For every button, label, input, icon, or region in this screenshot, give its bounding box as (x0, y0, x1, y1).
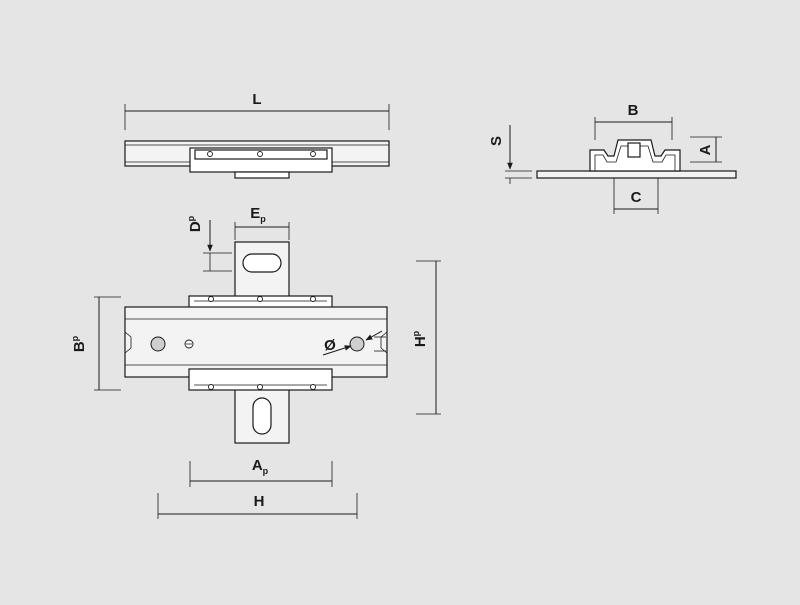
top-view: L (124, 91, 390, 179)
rail-hole-right (349, 336, 365, 352)
rail-section (627, 142, 641, 158)
rail-hole-left (150, 336, 166, 352)
dim-phi-arrow2 (365, 330, 383, 341)
dim-l-label: L (252, 91, 261, 108)
dim-a-label: A (697, 144, 714, 155)
clamp-rivet (208, 384, 214, 390)
slot-hole-bottom (252, 397, 272, 435)
clamp-rivet (310, 384, 316, 390)
rail-end-notch-right (380, 331, 388, 354)
front-view: Ep Dp (70, 205, 441, 519)
dim-bp-label: Bp (70, 335, 88, 352)
mount-plate (536, 170, 737, 179)
clamp-rivet (257, 151, 263, 157)
clamp-rivet (208, 296, 214, 302)
dim-dp-label: Dp (186, 215, 204, 232)
clamp-rivet (310, 151, 316, 157)
base-plate-edge (234, 171, 290, 179)
clamp-rivet (257, 296, 263, 302)
dim-phi-label: Ø (324, 337, 336, 354)
dim-hp-label: Hp (411, 330, 429, 347)
dim-s-label: S (488, 136, 505, 146)
dim-h-label: H (254, 493, 265, 510)
dim-c-label: C (631, 189, 642, 206)
dim-ep-label: Ep (250, 205, 266, 224)
rail-end-notch-left (124, 331, 132, 354)
clamp-rivet (207, 151, 213, 157)
slot-hole-top (242, 253, 282, 273)
dim-ap-label: Ap (252, 457, 269, 476)
side-view: B A C S (488, 102, 737, 214)
dim-b-label: B (628, 102, 639, 119)
dim-phi-arrow (322, 345, 352, 356)
clamp-rivet (257, 384, 263, 390)
clamp-rivet (310, 296, 316, 302)
